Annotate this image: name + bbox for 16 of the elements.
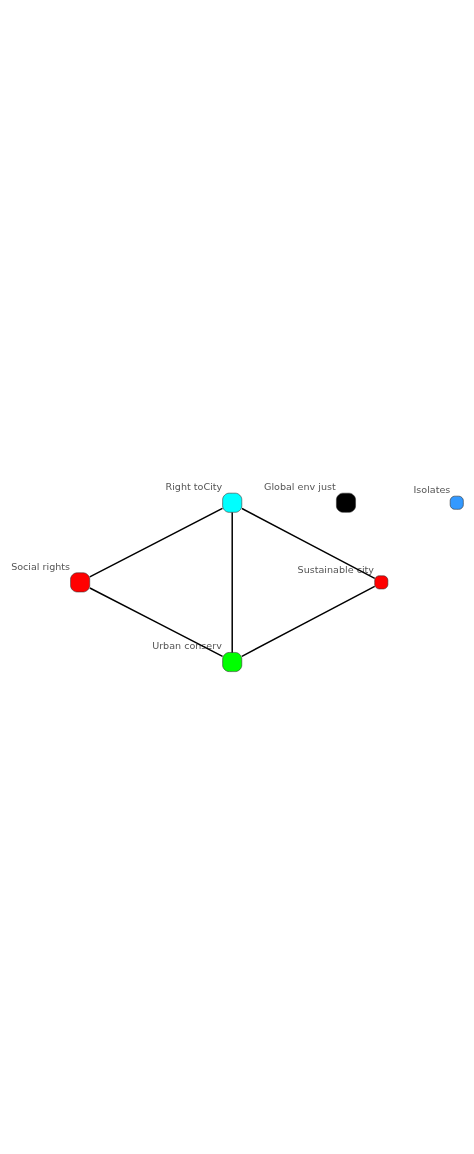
node-label: Sustainable city — [297, 563, 374, 575]
connector — [89, 587, 224, 658]
node-box — [449, 495, 464, 510]
node-box — [222, 492, 243, 513]
connector — [231, 511, 233, 654]
node-box — [222, 652, 243, 672]
connector — [241, 585, 376, 658]
connector — [241, 507, 376, 580]
node-label: Isolates — [413, 484, 451, 496]
node-box — [70, 572, 90, 593]
node-label: Right toCity — [165, 481, 223, 493]
node-label: Social rights — [11, 560, 71, 572]
node-box — [336, 492, 356, 513]
node-label: Global env just — [263, 481, 336, 493]
node-box — [374, 575, 389, 590]
connector — [89, 507, 224, 578]
